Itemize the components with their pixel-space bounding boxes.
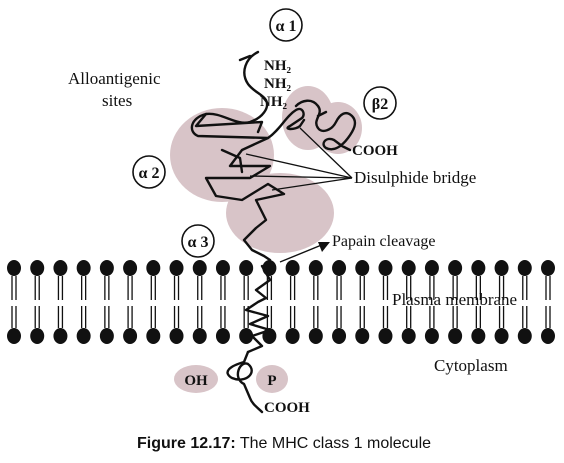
phospholipid <box>53 260 68 344</box>
oh-label: OH <box>184 373 208 389</box>
cooh-top-label: COOH <box>352 143 398 159</box>
papain-cleavage-label: Papain cleavage <box>332 233 436 250</box>
phospholipid <box>146 260 161 344</box>
alpha3-badge: α 3 <box>181 224 215 258</box>
alloantigenic-label-line1: Alloantigenic <box>68 69 161 88</box>
oh-phosphate-badges: OH P <box>174 365 288 393</box>
plasma-membrane-bilayer <box>7 260 555 344</box>
caption-figure-number: Figure 12.17: <box>137 435 236 452</box>
phospholipid <box>494 260 509 344</box>
phospholipid <box>239 260 254 344</box>
phospholipid <box>424 260 439 344</box>
alpha3-label: α 3 <box>188 234 209 251</box>
phospholipid <box>308 260 323 344</box>
beta2-microglobulin-chain <box>294 99 357 152</box>
phospholipid <box>192 260 207 344</box>
alpha1-badge: α 1 <box>269 8 303 42</box>
beta2-badge: β2 <box>363 86 397 120</box>
phospholipid <box>169 260 184 344</box>
phospholipid <box>517 260 532 344</box>
phospholipid <box>378 260 393 344</box>
phospholipid <box>30 260 45 344</box>
cytoplasm-label: Cytoplasm <box>434 356 508 375</box>
phospholipid <box>355 260 370 344</box>
phospholipid <box>76 260 91 344</box>
disulphide-bridge-label: Disulphide bridge <box>354 168 476 187</box>
figure-caption: Figure 12.17: The MHC class 1 molecule <box>137 435 431 452</box>
phospholipid <box>448 260 463 344</box>
phospholipid <box>123 260 138 344</box>
phosphate-label: P <box>267 373 276 389</box>
alpha3-domain-blob <box>226 173 334 253</box>
nh2-label-2: NH₂ <box>264 76 292 92</box>
nh2-label-3: NH₂ <box>260 94 288 110</box>
nh2-label-1: NH₂ <box>264 58 292 74</box>
beta2-label: β2 <box>372 96 388 113</box>
plasma-membrane-label: Plasma membrane <box>392 290 517 309</box>
papain-arrow <box>279 242 330 263</box>
phospholipid <box>471 260 486 344</box>
alpha2-badge: α 2 <box>132 155 166 189</box>
heavy-chain <box>190 50 306 414</box>
disulphide-pointer-lines <box>245 127 353 191</box>
cooh-bottom-label: COOH <box>264 400 310 416</box>
alpha1-label: α 1 <box>276 18 297 35</box>
phospholipid <box>541 260 555 344</box>
phospholipid <box>285 260 300 344</box>
phospholipid <box>332 260 347 344</box>
alloantigenic-label-line2: sites <box>102 91 132 110</box>
phospholipid <box>99 260 114 344</box>
alpha2-label: α 2 <box>139 165 160 182</box>
phospholipid <box>215 260 230 344</box>
caption-title: The MHC class 1 molecule <box>236 435 431 452</box>
phospholipid <box>7 260 21 344</box>
phospholipid <box>401 260 416 344</box>
